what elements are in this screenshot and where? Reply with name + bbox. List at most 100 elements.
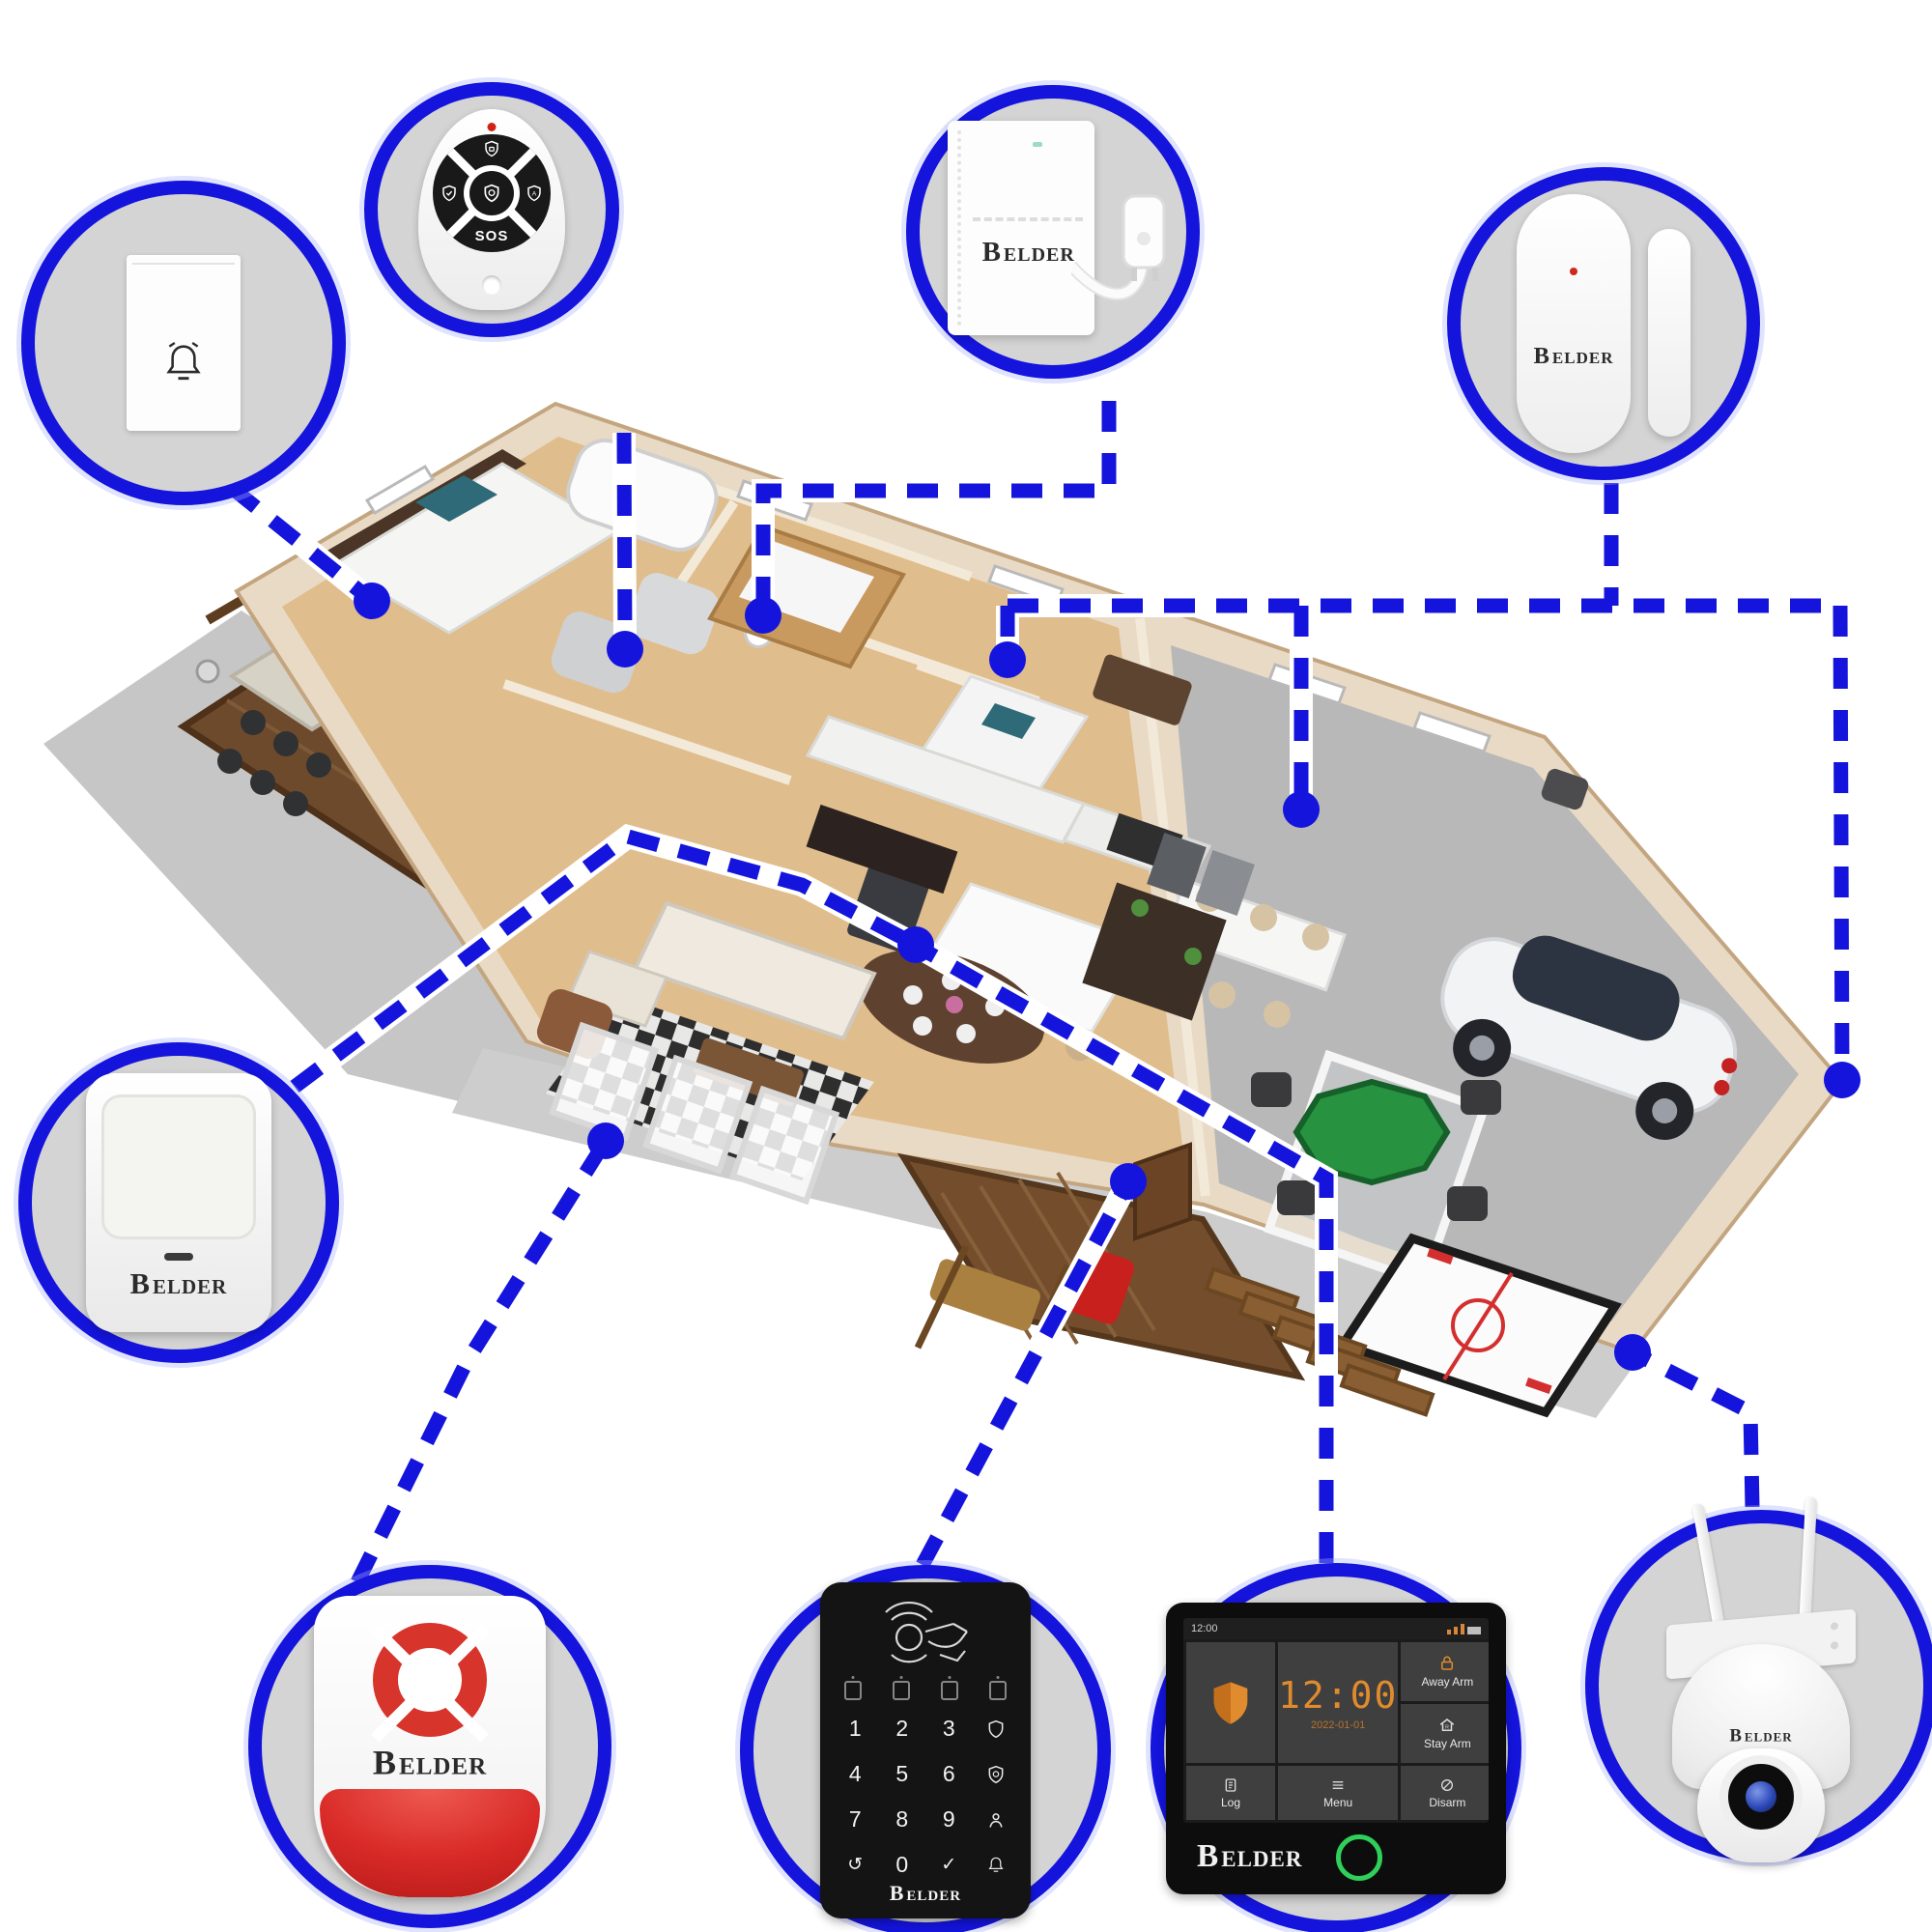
key-2: 2 — [895, 1716, 909, 1741]
confirm-key: ✓ — [941, 1855, 957, 1875]
key-9: 9 — [942, 1806, 955, 1832]
alarm-control-panel: 12:00 12:00 2022-01-0 — [1166, 1603, 1506, 1894]
power-cable-and-plug — [1071, 194, 1166, 300]
shield-a-icon: A — [526, 134, 543, 252]
siren-connector — [351, 1137, 612, 1586]
pir-indicator-slot — [164, 1253, 193, 1261]
sensor-magnet — [1648, 229, 1690, 437]
center-button — [464, 165, 520, 221]
svg-text:R: R — [1445, 1724, 1449, 1730]
garage-game-room — [1251, 768, 1738, 1418]
remote-callout-circle: A SOS — [364, 82, 619, 337]
keypad-grid: 1 2 3 4 5 6 7 8 9 ↺ 0 ✓ — [840, 1710, 1010, 1884]
dining-area — [858, 878, 1347, 1064]
statusbar-time: 12:00 — [1191, 1623, 1218, 1634]
shield-icon — [1213, 1681, 1248, 1724]
keypad-status-icons — [844, 1681, 1007, 1700]
bell-icon — [166, 341, 201, 380]
led-indicator — [487, 123, 497, 131]
panel-home-button — [1336, 1834, 1382, 1881]
key-7: 7 — [848, 1806, 862, 1832]
front-door-open — [1133, 1142, 1192, 1241]
lens-iris — [1746, 1781, 1776, 1812]
arm-button-icon — [433, 140, 551, 157]
key-8: 8 — [895, 1806, 909, 1832]
away-arm-tile: Away Arm — [1401, 1642, 1489, 1701]
stay-arm-tile: R Stay Arm — [1401, 1704, 1489, 1763]
signal-indicator-icon — [989, 1681, 1007, 1700]
led-indicator — [1570, 268, 1577, 275]
pir-connector — [290, 828, 920, 1093]
shield-status-tile — [1186, 1642, 1275, 1763]
panel-screen: 12:00 12:00 2022-01-0 — [1183, 1618, 1489, 1823]
away-arm-icon — [1441, 1656, 1454, 1670]
keyfob-button-pad: A SOS — [433, 134, 551, 252]
doorbell-key-icon — [981, 1846, 1011, 1884]
power-indicator-icon — [844, 1681, 862, 1700]
key-4: 4 — [848, 1761, 862, 1786]
pir-lens — [101, 1094, 256, 1239]
status-led — [1033, 142, 1043, 147]
clock-time: 12:00 — [1278, 1674, 1399, 1717]
svg-text:A: A — [532, 190, 537, 197]
rfid-tap-icon — [872, 1596, 979, 1677]
back-key: ↺ — [847, 1855, 864, 1875]
stay-arm-icon: R — [1440, 1719, 1455, 1731]
remote-connector — [616, 432, 633, 650]
door-sensor-connector — [1000, 483, 1850, 1081]
disarm-indicator-icon — [941, 1681, 958, 1700]
disarm-tile: Disarm — [1401, 1766, 1489, 1820]
statusbar-signal-icons — [1447, 1623, 1481, 1634]
bay-windows — [549, 1021, 840, 1206]
hub-connector — [755, 401, 1117, 615]
key-5: 5 — [895, 1761, 909, 1786]
menu-tile: Menu — [1278, 1766, 1399, 1820]
panel-connector — [914, 940, 1334, 1563]
wireless-doorbell-button — [127, 255, 241, 431]
doorbell-callout-circle — [21, 181, 346, 505]
vent-holes — [957, 130, 961, 326]
key-0: 0 — [895, 1852, 909, 1877]
key-6: 6 — [942, 1761, 955, 1786]
remote-keyfob: A SOS — [418, 109, 565, 310]
elder-logo-mark: B — [981, 236, 1002, 268]
log-icon — [1225, 1777, 1236, 1792]
keypad-connector — [916, 1178, 1135, 1569]
key-3: 3 — [942, 1716, 955, 1741]
disarm-icon — [1441, 1778, 1454, 1791]
clock-date: 2022-01-01 — [1311, 1719, 1366, 1731]
shield-check-icon — [440, 134, 458, 252]
camera-connector — [1629, 1346, 1760, 1508]
vent-slot — [973, 216, 1083, 221]
key-1: 1 — [848, 1716, 862, 1741]
arm-key-icon — [981, 1710, 1011, 1747]
car — [1440, 935, 1738, 1141]
camera-lens — [1719, 1755, 1803, 1838]
sos-label: SOS — [474, 228, 509, 244]
fob-lower-button — [482, 275, 501, 295]
clock-tile: 12:00 2022-01-01 — [1278, 1642, 1399, 1763]
arm-indicator-icon — [893, 1681, 910, 1700]
red-dome — [320, 1789, 540, 1897]
log-tile: Log — [1186, 1766, 1275, 1820]
